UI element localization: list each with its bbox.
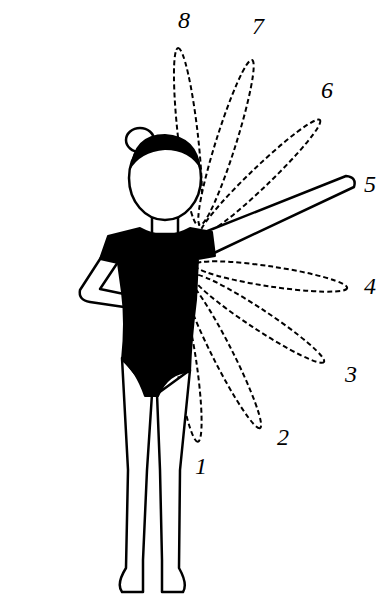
callout-number: 6 xyxy=(321,78,333,102)
extended-arm xyxy=(205,176,355,253)
callout-number: 4 xyxy=(364,274,376,298)
callout-number: 2 xyxy=(277,425,289,449)
callout-number: 5 xyxy=(364,172,376,196)
hair-band xyxy=(130,134,201,170)
leotard xyxy=(100,228,215,396)
callout-number: 1 xyxy=(195,454,207,478)
callout-number: 7 xyxy=(252,14,264,38)
callout-number: 8 xyxy=(178,8,190,32)
right-leg xyxy=(157,370,190,592)
callout-number: 3 xyxy=(345,362,357,386)
